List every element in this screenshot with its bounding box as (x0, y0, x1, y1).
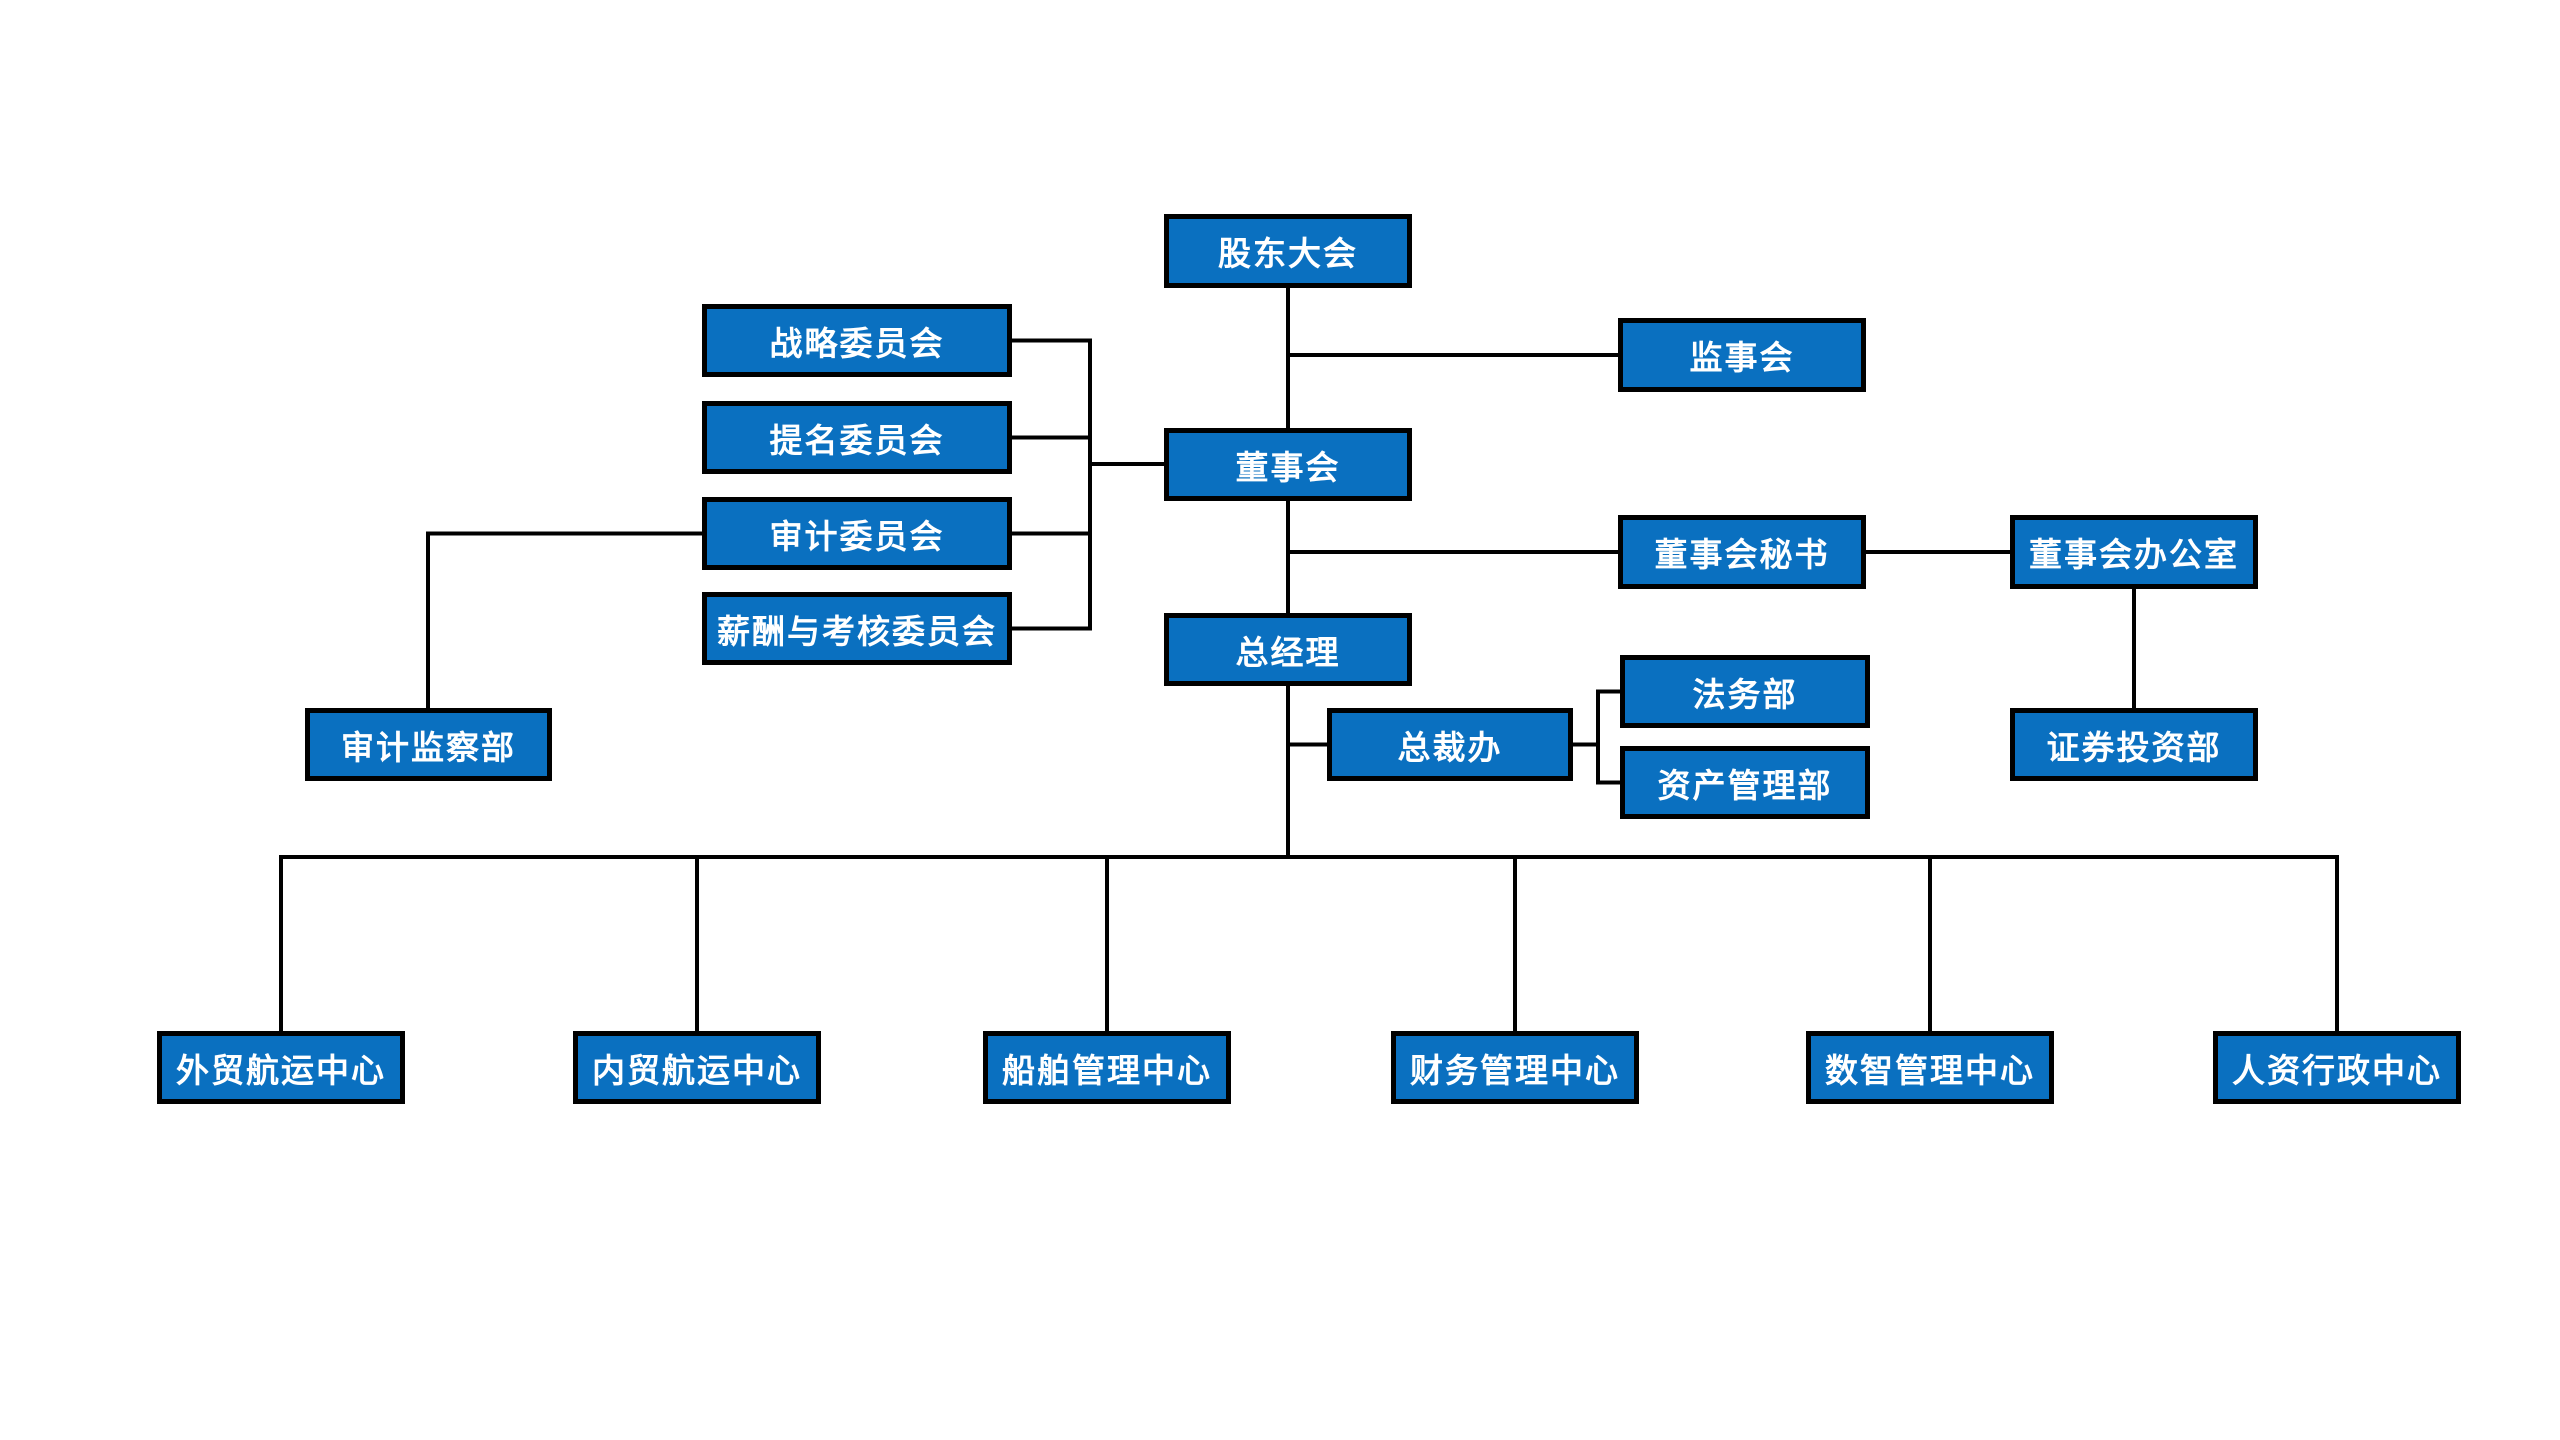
node-legal-dept: 法务部 (1620, 655, 1870, 728)
node-remuneration-committee: 薪酬与考核委员会 (702, 592, 1012, 665)
distribution-drops (279, 855, 2339, 1031)
node-president-office: 总裁办 (1327, 708, 1573, 781)
node-hr-admin-center: 人资行政中心 (2213, 1031, 2461, 1104)
presidentoffice-bracket (1573, 689, 1620, 785)
node-audit-supervision-dept: 审计监察部 (305, 708, 552, 781)
node-board-of-directors: 董事会 (1164, 428, 1412, 501)
edge-auditcommittee-auditdept (426, 531, 702, 708)
node-board-secretary: 董事会秘书 (1618, 515, 1866, 589)
node-digital-management-center: 数智管理中心 (1806, 1031, 2054, 1104)
node-finance-management-center: 财务管理中心 (1391, 1031, 1639, 1104)
node-ship-management-center: 船舶管理中心 (983, 1031, 1231, 1104)
node-nomination-committee: 提名委员会 (702, 401, 1012, 474)
node-supervisory-board: 监事会 (1618, 318, 1866, 392)
node-foreign-trade-shipping-center: 外贸航运中心 (157, 1031, 405, 1104)
node-general-manager: 总经理 (1164, 613, 1412, 686)
node-asset-management-dept: 资产管理部 (1620, 746, 1870, 819)
node-audit-committee: 审计委员会 (702, 497, 1012, 570)
node-domestic-trade-shipping-center: 内贸航运中心 (573, 1031, 821, 1104)
node-board-office: 董事会办公室 (2010, 515, 2258, 589)
node-strategy-committee: 战略委员会 (702, 304, 1012, 377)
node-shareholders-meeting: 股东大会 (1164, 214, 1412, 288)
committee-stubs (1012, 338, 1092, 631)
node-securities-investment-dept: 证券投资部 (2010, 708, 2258, 781)
